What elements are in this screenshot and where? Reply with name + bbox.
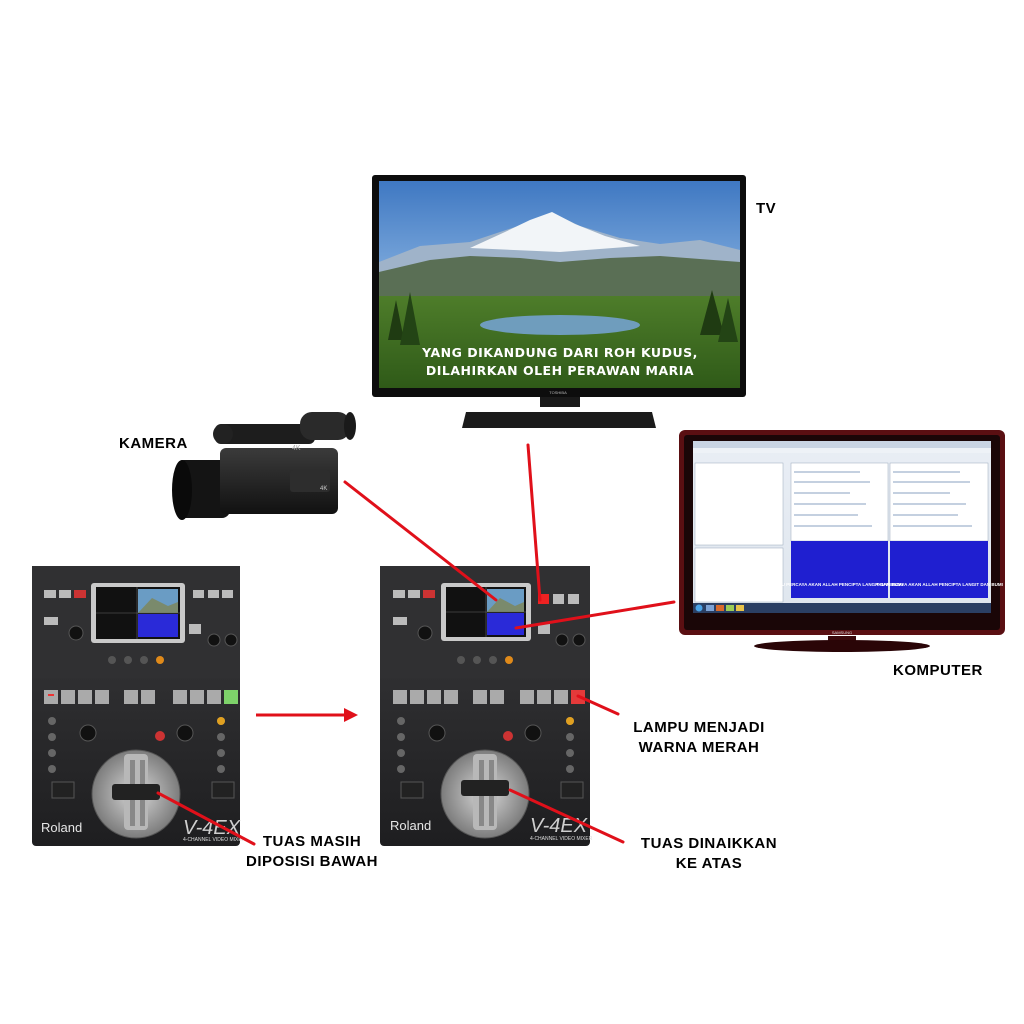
camera-label: KAMERA [119, 435, 188, 452]
tv-caption-line-2: DILAHIRKAN OLEH PERAWAN MARIA [426, 363, 694, 378]
computer-preview-left [791, 541, 888, 598]
lamp-label-line-2: WARNA MERAH [638, 739, 760, 756]
lamp-pointer-line [576, 694, 620, 716]
tv-to-mixer-line [526, 443, 542, 602]
tv-stand-base [462, 412, 656, 428]
mixer-right-lever [461, 780, 509, 796]
mixer-right-output-button [538, 594, 549, 604]
mixer-left: Roland V-4EX 4-CHANNEL VIDEO MIXER [32, 566, 246, 846]
tv-stand-neck [540, 397, 580, 407]
mixer-left-model: V-4EX [183, 817, 241, 839]
lever-down-label: TUAS MASIH DIPOSISI BAWAH [226, 832, 398, 872]
transition-arrow [256, 708, 358, 722]
computer-to-mixer-line [514, 600, 676, 630]
computer-label: KOMPUTER [893, 662, 983, 679]
svg-text:4K: 4K [320, 486, 327, 492]
monitor-stand [754, 640, 930, 652]
lever-up-label: TUAS DINAIKKAN KE ATAS [618, 834, 800, 874]
tv: YANG DIKANDUNG DARI ROH KUDUS, DILAHIRKA… [372, 175, 746, 428]
lever-up-label-line-1: TUAS DINAIKKAN [640, 835, 778, 852]
lever-up-label-line-2: KE ATAS [675, 855, 743, 872]
tv-caption-line-1: YANG DIKANDUNG DARI ROH KUDUS, [421, 345, 698, 360]
svg-text:4K: 4K [292, 445, 301, 452]
mixer-left-subtitle: 4-CHANNEL VIDEO MIXER [183, 837, 246, 843]
mixer-left-lever [112, 784, 160, 800]
mixer-right-brand: Roland [390, 818, 431, 833]
computer-screen: AKU PERCAYA AKAN ALLAH PENCIPTA LANGIT D… [693, 441, 1003, 613]
lamp-label-line-1: LAMPU MENJADI [633, 719, 765, 736]
tv-brand: TOSHIBA [549, 390, 567, 395]
computer-caption-left: AKU PERCAYA AKAN ALLAH PENCIPTA LANGIT D… [775, 582, 903, 587]
lever-down-label-line-2: DIPOSISI BAWAH [245, 853, 379, 870]
mixer-right-subtitle: 4-CHANNEL VIDEO MIXER [530, 836, 593, 842]
lever-down-label-line-1: TUAS MASIH [262, 833, 362, 850]
mixer-right-model: V-4EX [530, 815, 588, 837]
camera: 4K 4K [172, 412, 356, 520]
computer-caption-right: AKU PERCAYA AKAN ALLAH PENCIPTA LANGIT D… [875, 582, 1003, 587]
camera-to-mixer-line [343, 480, 498, 602]
connection-lines [156, 443, 676, 846]
lamp-label: LAMPU MENJADI WARNA MERAH [614, 718, 784, 758]
mixer-left-brand: Roland [41, 820, 82, 835]
lever-down-pointer-line [156, 791, 256, 846]
mixer-right: Roland V-4EX 4-CHANNEL VIDEO MIXER [380, 566, 593, 846]
computer-monitor: AKU PERCAYA AKAN ALLAH PENCIPTA LANGIT D… [679, 430, 1005, 652]
tv-screen [379, 181, 740, 388]
computer-preview-right [890, 541, 988, 598]
computer-taskbar [693, 603, 991, 613]
lever-up-pointer-line [508, 788, 625, 844]
monitor-brand: SAMSUNG [832, 630, 852, 635]
tv-label: TV [756, 200, 777, 217]
